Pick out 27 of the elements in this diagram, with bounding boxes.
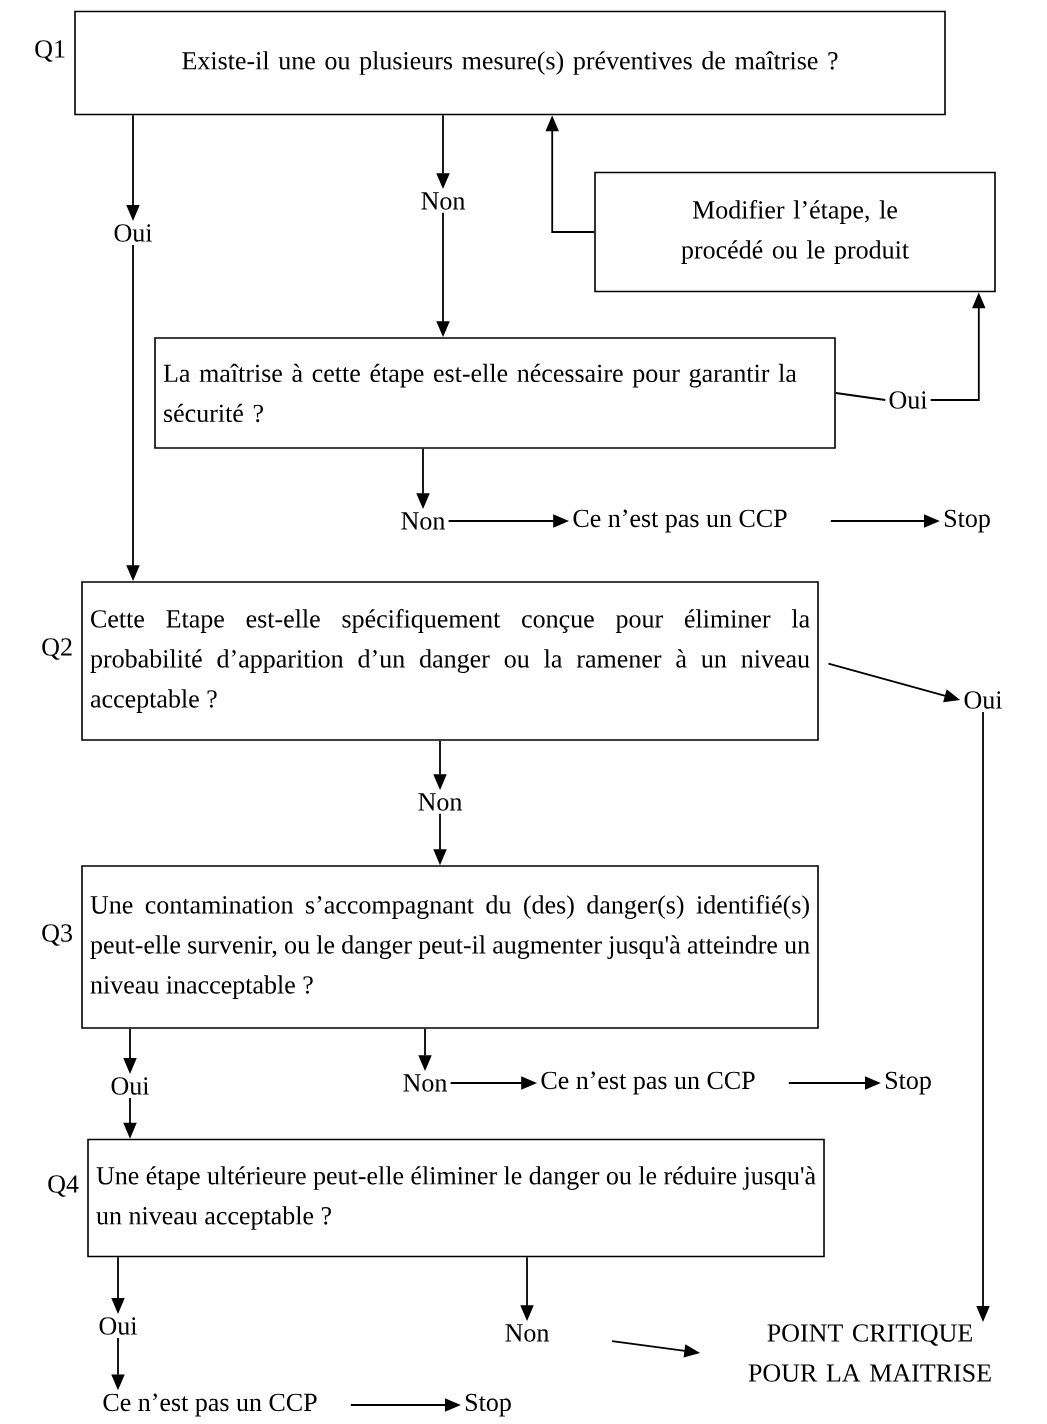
answer-label: Oui	[99, 1317, 137, 1335]
outcome-text: Ce n’est pas un CCP	[573, 509, 787, 533]
outcome-text: Stop	[465, 1393, 511, 1417]
answer-label: Non	[401, 512, 445, 530]
answer-label: Oui	[114, 224, 152, 242]
outcome-text: Ce n’est pas un CCP	[103, 1393, 317, 1417]
outcome-text: Stop	[944, 509, 990, 533]
answer-label: Non	[418, 793, 462, 811]
question-box: La maîtrise à cette étape est-elle nécessaire pour garantir la sécurité ?	[154, 337, 836, 449]
outcome-text: Ce n’est pas un CCP	[541, 1071, 755, 1095]
question-box: Une étape ultérieure peut-elle éliminer le danger ou le réduire jusqu'à un niveau acceptable ?	[87, 1138, 825, 1258]
question-box: Existe-il une ou plusieurs mesure(s) préventives de maîtrise ?	[74, 10, 946, 116]
question-number: Q4	[48, 1175, 79, 1197]
answer-label: Oui	[964, 691, 1002, 709]
answer-label: Non	[403, 1074, 447, 1092]
question-number: Q2	[42, 638, 72, 660]
question-box: Une contamination s’accompagnant du (des) danger(s) identifié(s) peut-elle survenir, ou le danger peut-il augmenter jusqu'à atteindre un niveau inacceptable ?	[81, 865, 819, 1029]
outcome-text: POINT CRITIQUE POUR LA MAITRISE	[748, 1324, 991, 1382]
outcome-text: Stop	[885, 1071, 931, 1095]
answer-label: Non	[421, 192, 465, 210]
question-number: Q1	[35, 40, 65, 62]
action-box: Modifier l’étape, le procédé ou le produit	[594, 171, 996, 293]
question-box: Cette Etape est-elle spécifiquement conçue pour éliminer la probabilité d’apparition d’un danger ou la ramener à un niveau acceptable ?	[81, 581, 819, 741]
answer-label: Oui	[111, 1077, 149, 1095]
answer-label: Oui	[889, 391, 927, 409]
answer-label: Non	[505, 1324, 549, 1342]
question-number: Q3	[42, 924, 72, 946]
